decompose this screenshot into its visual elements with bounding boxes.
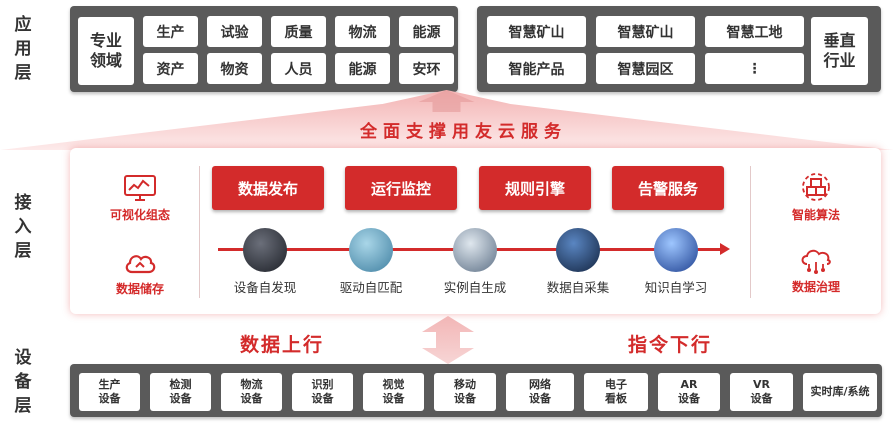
vertical-industry-item[interactable]: 智慧工地 (705, 16, 804, 47)
vertical-industry-item[interactable]: ⋮ (705, 53, 804, 84)
device-item-label: 设备 (311, 392, 334, 405)
device-item-label: 设备 (529, 392, 551, 405)
device-item[interactable]: 网络设备 (506, 373, 574, 411)
cloud-icon (125, 255, 156, 274)
vertical-industry-item[interactable]: 智慧矿山 (596, 16, 695, 47)
step-label: 知识自学习 (644, 280, 708, 295)
data-governance-item[interactable]: 数据治理 (776, 244, 856, 295)
service-button[interactable]: 规则引擎 (479, 166, 591, 210)
domain-item[interactable]: 安环 (399, 53, 454, 84)
device-item-label: 设备 (678, 392, 700, 405)
step-image (243, 228, 287, 272)
device-item[interactable]: 实时库/系统 (803, 373, 877, 411)
service-button[interactable]: 运行监控 (345, 166, 457, 210)
pipeline-arrowhead (720, 243, 730, 255)
device-item[interactable]: 识别设备 (292, 373, 353, 411)
visual-config-item[interactable]: 可视化组态 (100, 172, 180, 223)
domain-item[interactable]: 物流 (335, 16, 390, 47)
step-label: 设备自发现 (233, 280, 297, 295)
device-item-label: 视觉 (382, 378, 405, 391)
professional-domain-label: 专业领域 (78, 17, 134, 85)
domain-item[interactable]: 资产 (143, 53, 198, 84)
services-banner: 全面支撑用友云服务 (360, 122, 567, 142)
data-storage-item[interactable]: 数据储存 (100, 246, 180, 297)
device-item-label: 移动 (454, 378, 476, 391)
bidirectional-arrow (422, 316, 474, 364)
step-image (453, 228, 497, 272)
step-image (556, 228, 600, 272)
vertical-industry-label: 垂直行业 (811, 17, 868, 85)
vertical-industry-item[interactable]: 智慧矿山 (487, 16, 586, 47)
step-image (654, 228, 698, 272)
device-item[interactable]: 物流设备 (221, 373, 282, 411)
domain-item[interactable]: 能源 (335, 53, 390, 84)
device-item[interactable]: 视觉设备 (363, 373, 424, 411)
vertical-industry-item[interactable]: 智慧园区 (596, 53, 695, 84)
device-layer-label: 设备层 (14, 348, 32, 416)
device-item-label: 识别 (311, 378, 334, 391)
device-item-label: 电子 (605, 378, 627, 391)
device-item-label: 检测 (169, 378, 192, 391)
smart-algorithm-item[interactable]: 智能算法 (776, 172, 856, 223)
device-item-label: 设备 (98, 392, 121, 405)
cloud-network-icon (801, 249, 831, 274)
device-item-label: 生产 (98, 378, 121, 391)
step-label: 数据自采集 (546, 280, 610, 295)
device-item-label: 实时库/系统 (810, 385, 870, 398)
device-item-label: 设备 (750, 392, 773, 405)
support-up-arrow (0, 90, 893, 150)
device-item-label: 网络 (529, 378, 551, 391)
professional-domain-panel (70, 6, 458, 92)
device-item-label: AR (680, 378, 698, 391)
step-image (349, 228, 393, 272)
domain-item[interactable]: 物资 (207, 53, 262, 84)
application-layer-label: 应用层 (14, 15, 32, 83)
vertical-industry-item[interactable]: 智能产品 (487, 53, 586, 84)
monitor-chart-icon (124, 175, 156, 201)
device-item[interactable]: 移动设备 (434, 373, 496, 411)
cubes-icon (802, 173, 830, 201)
device-item-label: 设备 (382, 392, 405, 405)
command-down-label: 指令下行 (628, 334, 713, 356)
domain-item[interactable]: 生产 (143, 16, 198, 47)
device-item[interactable]: 生产设备 (79, 373, 140, 411)
domain-item[interactable]: 质量 (271, 16, 326, 47)
device-item-label: 设备 (454, 392, 476, 405)
access-layer-label: 接入层 (14, 193, 32, 261)
data-up-label: 数据上行 (240, 334, 325, 356)
device-item[interactable]: 电子看板 (584, 373, 648, 411)
device-item-label: 看板 (605, 392, 627, 405)
right-divider (750, 166, 751, 298)
device-item-label: 物流 (240, 378, 263, 391)
step-label: 实例自生成 (443, 280, 507, 295)
left-divider (199, 166, 200, 298)
domain-item[interactable]: 人员 (271, 53, 326, 84)
domain-item[interactable]: 试验 (207, 16, 262, 47)
step-label: 驱动自匹配 (339, 280, 403, 295)
service-button[interactable]: 告警服务 (612, 166, 724, 210)
device-item-label: 设备 (169, 392, 192, 405)
device-item[interactable]: 检测设备 (150, 373, 211, 411)
domain-item[interactable]: 能源 (399, 16, 454, 47)
service-button[interactable]: 数据发布 (212, 166, 324, 210)
device-item-label: VR (753, 378, 770, 391)
device-item-label: 设备 (240, 392, 263, 405)
